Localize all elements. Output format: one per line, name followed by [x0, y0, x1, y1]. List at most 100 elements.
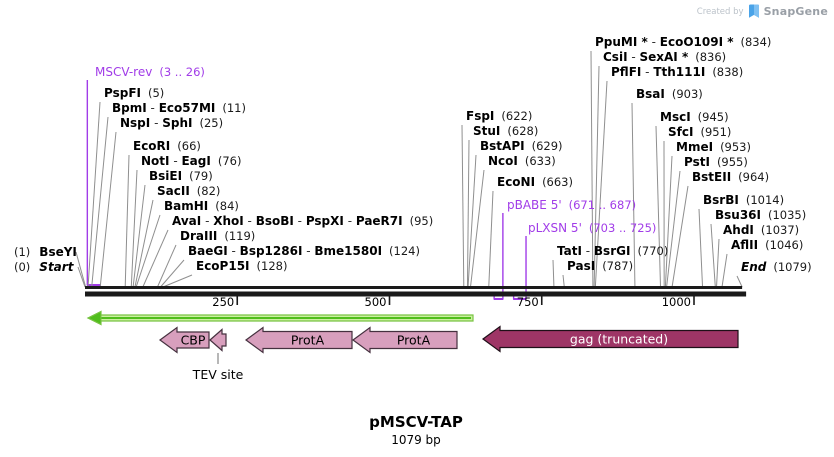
- feature-cbp[interactable]: [158, 326, 210, 354]
- site-leader-line: [466, 139, 470, 288]
- site-label-aflii[interactable]: AflII(1046): [731, 239, 803, 252]
- site-label-bsteii[interactable]: BstEII(964): [692, 171, 769, 184]
- isoschizomer-separator: -: [627, 50, 640, 64]
- site-label-fspi[interactable]: FspI(622): [466, 110, 532, 123]
- site-position: (836): [695, 50, 727, 64]
- site-name: Bsu36I: [715, 208, 761, 222]
- site-name: SphI: [162, 116, 193, 130]
- site-label-mmei[interactable]: MmeI(953): [676, 141, 751, 154]
- site-leader-line: [631, 102, 636, 288]
- site-label-avai[interactable]: AvaI - XhoI - BsoBI - PspXI - PaeR7I(95): [172, 215, 433, 228]
- site-position: (1046): [765, 238, 804, 252]
- feature-tev-site-arrow[interactable]: [209, 328, 227, 352]
- site-position-prefix: (1): [14, 245, 31, 259]
- site-leader-line: [461, 124, 465, 288]
- tev-site-label: TEV site: [192, 367, 244, 382]
- site-label-pspfi[interactable]: PspFI(5): [104, 87, 164, 100]
- site-label-psti[interactable]: PstI(955): [684, 156, 748, 169]
- site-leader-line: [470, 169, 485, 288]
- site-label-ahdi[interactable]: AhdI(1037): [723, 224, 799, 237]
- site-label-ncoi[interactable]: NcoI(633): [488, 155, 556, 168]
- site-leader-line: [99, 131, 117, 288]
- site-label-bstapi[interactable]: BstAPI(629): [480, 140, 563, 153]
- isoschizomer-separator: -: [302, 244, 315, 258]
- site-position: (84): [215, 199, 239, 213]
- site-label-bamhi[interactable]: BamHI(84): [164, 200, 239, 213]
- site-name: BsoBI: [255, 214, 294, 228]
- feature-label-cbp: CBP: [180, 332, 206, 348]
- site-label-bsiei[interactable]: BsiEI(79): [149, 170, 213, 183]
- feature-prota-2[interactable]: [351, 326, 458, 354]
- site-position: (119): [224, 229, 256, 243]
- site-label-bpmi[interactable]: BpmI - Eco57MI(11): [112, 102, 246, 115]
- site-label-bseyi[interactable]: (1)BseYI: [14, 246, 77, 259]
- title-block: pMSCV-TAP 1079 bp: [300, 413, 532, 447]
- site-label-csii[interactable]: CsiI - SexAI *(836): [603, 51, 726, 64]
- site-name: EcoRI: [133, 139, 171, 153]
- site-name: MmeI: [676, 140, 714, 154]
- site-name: Eco57MI: [158, 101, 216, 115]
- ruler-tick-label: 750: [517, 295, 539, 309]
- site-leader-line: [736, 275, 743, 288]
- site-position: (629): [531, 139, 563, 153]
- site-position: (76): [217, 154, 242, 168]
- isoschizomer-separator: -: [647, 35, 660, 49]
- site-position: (838): [712, 65, 744, 79]
- site-name: XhoI: [213, 214, 244, 228]
- site-label-sacii[interactable]: SacII(82): [157, 185, 220, 198]
- site-name: pLXSN 5': [528, 221, 582, 235]
- feature-gag[interactable]: [481, 325, 739, 353]
- ruler-tick-label: 250: [212, 295, 234, 309]
- primer-label-mscv-rev[interactable]: MSCV-rev(3 .. 26): [95, 66, 205, 79]
- site-label-end[interactable]: End(1079): [741, 261, 812, 274]
- primer-label-plxsn-5-[interactable]: pLXSN 5' (703 .. 725): [528, 222, 656, 235]
- site-leader-line: [135, 214, 161, 288]
- site-name: pBABE 5': [507, 198, 562, 212]
- isoschizomer-separator: -: [293, 214, 306, 228]
- site-name: PaeR7I: [355, 214, 403, 228]
- site-label-noti[interactable]: NotI - EagI(76): [141, 155, 241, 168]
- site-label-tati[interactable]: TatI - BsrGI(770): [557, 245, 668, 258]
- site-leader-line: [698, 208, 704, 288]
- site-leader-line: [716, 238, 720, 288]
- site-label-bsai[interactable]: BsaI(903): [636, 88, 703, 101]
- site-label-econi[interactable]: EcoNI(663): [497, 176, 573, 189]
- site-label-ppumi-[interactable]: PpuMI * - EcoO109I *(834): [595, 36, 771, 49]
- isoschizomer-separator: -: [243, 214, 256, 228]
- site-label-stui[interactable]: StuI(628): [473, 125, 538, 138]
- site-position: (964): [738, 170, 770, 184]
- site-label-pflfi[interactable]: PflFI - Tth111I(838): [611, 66, 743, 79]
- primer-label-pbabe-5-[interactable]: pBABE 5'(671 .. 687): [507, 199, 636, 212]
- site-name: BsrGI: [593, 244, 631, 258]
- site-position: (703 .. 725): [588, 221, 657, 235]
- site-name: NspI: [120, 116, 151, 130]
- site-leader-line: [75, 251, 87, 288]
- site-label-msci[interactable]: MscI(945): [660, 111, 729, 124]
- site-name: TatI: [557, 244, 582, 258]
- site-label-start[interactable]: (0)Start: [14, 261, 73, 274]
- site-name: StuI: [473, 124, 501, 138]
- site-label-sfci[interactable]: SfcI(951): [668, 126, 731, 139]
- site-label-draiii[interactable]: DraIII(119): [180, 230, 255, 243]
- site-label-bsu36i[interactable]: Bsu36I(1035): [715, 209, 806, 222]
- site-position: (951): [700, 125, 732, 139]
- site-label-nspi[interactable]: NspI - SphI(25): [120, 117, 223, 130]
- site-label-bsrbi[interactable]: BsrBI(1014): [703, 194, 784, 207]
- site-label-pasi[interactable]: PasI(787): [567, 260, 633, 273]
- site-leader-line: [666, 170, 681, 288]
- site-position: (633): [524, 154, 556, 168]
- isoschizomer-separator: -: [146, 101, 159, 115]
- site-name: PpuMI *: [595, 35, 648, 49]
- created-by-text: Created by: [696, 6, 744, 17]
- site-label-ecop15i[interactable]: EcoP15I(128): [196, 260, 287, 273]
- site-leader-line: [671, 185, 689, 288]
- site-name: Bsp1286I: [239, 244, 303, 258]
- site-name: SexAI *: [639, 50, 689, 64]
- site-leader-line: [157, 244, 177, 288]
- site-leader-line: [130, 169, 138, 288]
- site-label-ecori[interactable]: EcoRI(66): [133, 140, 201, 153]
- site-label-baegi[interactable]: BaeGI - Bsp1286I - Bme1580I(124): [188, 245, 420, 258]
- site-leader-line: [91, 116, 109, 288]
